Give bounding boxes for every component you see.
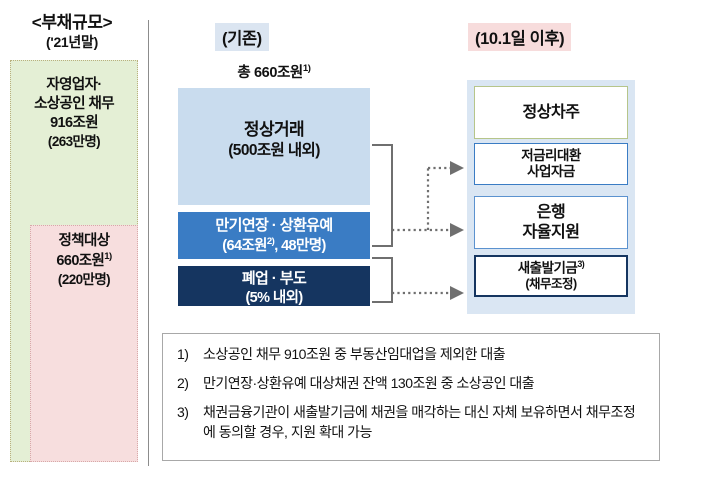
footnote-1: 1) 소상공인 채무 910조원 중 부동산임대업을 제외한 대출: [177, 345, 647, 365]
box-normal-transaction-detail: (500조원 내외): [228, 142, 320, 160]
box-closure-default-label: 폐업 · 부도 (5% 내외): [178, 269, 370, 307]
box-lowrate-refinance: 저금리대환 사업자금: [474, 143, 628, 185]
box-maturity-extension-label: 만기연장 · 상환유예 (64조원2), 48만명): [178, 216, 370, 255]
box-normal-transaction: 정상거래 (500조원 내외): [178, 88, 370, 205]
footnote-1-text: 소상공인 채무 910조원 중 부동산임대업을 제외한 대출: [203, 346, 506, 362]
vertical-divider: [148, 20, 149, 466]
footnote-ref-1: 1): [104, 251, 112, 263]
total-debt-line2: 소상공인 채무: [34, 96, 114, 113]
box-closure-default-detail: (5% 내외): [245, 289, 303, 306]
box-normal-borrower: 정상차주: [474, 86, 628, 139]
box-lowrate-refinance-label: 저금리대환 사업자금: [521, 148, 581, 181]
box-new-start-fund: 새출발기금3) (채무조정): [474, 255, 628, 297]
policy-target-count: (220만명): [57, 272, 111, 288]
middle-total-label: 총 660조원1): [237, 63, 311, 81]
left-panel-subtitle: ('21년말): [46, 34, 98, 50]
footnote-2-text: 만기연장·상환유예 대상채권 잔액 130조원 중 소상공인 대출: [203, 374, 535, 391]
footnote-ref-3: 3): [577, 259, 585, 270]
total-debt-box-label: 자영업자· 소상공인 채무 916조원 (263만명): [10, 76, 138, 151]
footnote-ref-2: 2): [266, 235, 275, 247]
box-bank-voluntary-support-line1: 은행: [536, 203, 566, 221]
policy-target-label: 정책대상 660조원1) (220만명): [30, 232, 138, 289]
box-normal-borrower-label: 정상차주: [522, 103, 580, 121]
policy-target-amount: 660조원1): [56, 251, 112, 269]
box-normal-transaction-label: 정상거래 (500조원 내외): [178, 119, 370, 161]
box-maturity-extension-title: 만기연장 · 상환유예: [215, 217, 333, 234]
footnote-3: 3) 채권금융기관이 새출발기금에 채권을 매각하는 대신 자체 보유하면서 채…: [177, 403, 647, 443]
column-header-before: (기존): [215, 23, 269, 51]
bracket-upper: [372, 144, 393, 247]
box-new-start-fund-line1: 새출발기금3): [517, 259, 585, 276]
arrowhead-1: [450, 161, 464, 175]
footnote-3-text: 채권금융기관이 새출발기금에 채권을 매각하는 대신 자체 보유하면서 채무조정…: [203, 403, 636, 440]
column-header-after: (10.1일 이후): [468, 23, 572, 51]
arrowhead-3: [450, 286, 464, 300]
box-new-start-fund-line2: (채무조정): [525, 277, 577, 292]
box-normal-transaction-title: 정상거래: [243, 120, 305, 139]
footnote-2: 2) 만기연장·상환유예 대상채권 잔액 130조원 중 소상공인 대출: [177, 374, 647, 394]
total-debt-count: (263만명): [47, 134, 101, 150]
box-closure-default-title: 폐업 · 부도: [241, 270, 307, 287]
bracket-lower: [372, 257, 393, 303]
box-lowrate-refinance-line2: 사업자금: [527, 164, 575, 179]
box-bank-voluntary-support: 은행 자율지원: [474, 196, 628, 249]
footnote-3-number: 3): [177, 403, 189, 420]
policy-target-line1: 정책대상: [58, 233, 111, 249]
left-panel-title: <부채규모>: [31, 13, 113, 32]
box-maturity-extension-detail: (64조원2), 48만명): [222, 235, 326, 254]
footnote-ref-1b: 1): [302, 63, 311, 75]
box-bank-voluntary-support-line2: 자율지원: [522, 223, 580, 241]
box-bank-voluntary-support-label: 은행 자율지원: [523, 203, 580, 242]
arrowhead-2: [450, 223, 464, 237]
box-closure-default: 폐업 · 부도 (5% 내외): [178, 266, 370, 306]
policy-target-debt-box: [30, 225, 138, 462]
footnote-2-number: 2): [177, 374, 189, 391]
box-maturity-extension: 만기연장 · 상환유예 (64조원2), 48만명): [178, 212, 370, 259]
footnote-1-number: 1): [177, 346, 189, 362]
connector-arrows: [372, 144, 464, 303]
total-debt-amount: 916조원: [50, 115, 98, 132]
box-lowrate-refinance-line1: 저금리대환: [521, 147, 581, 163]
total-debt-line1: 자영업자·: [46, 77, 102, 93]
box-new-start-fund-label: 새출발기금3) (채무조정): [518, 259, 585, 292]
footnotes-box: 1) 소상공인 채무 910조원 중 부동산임대업을 제외한 대출 2) 만기연…: [162, 333, 660, 461]
